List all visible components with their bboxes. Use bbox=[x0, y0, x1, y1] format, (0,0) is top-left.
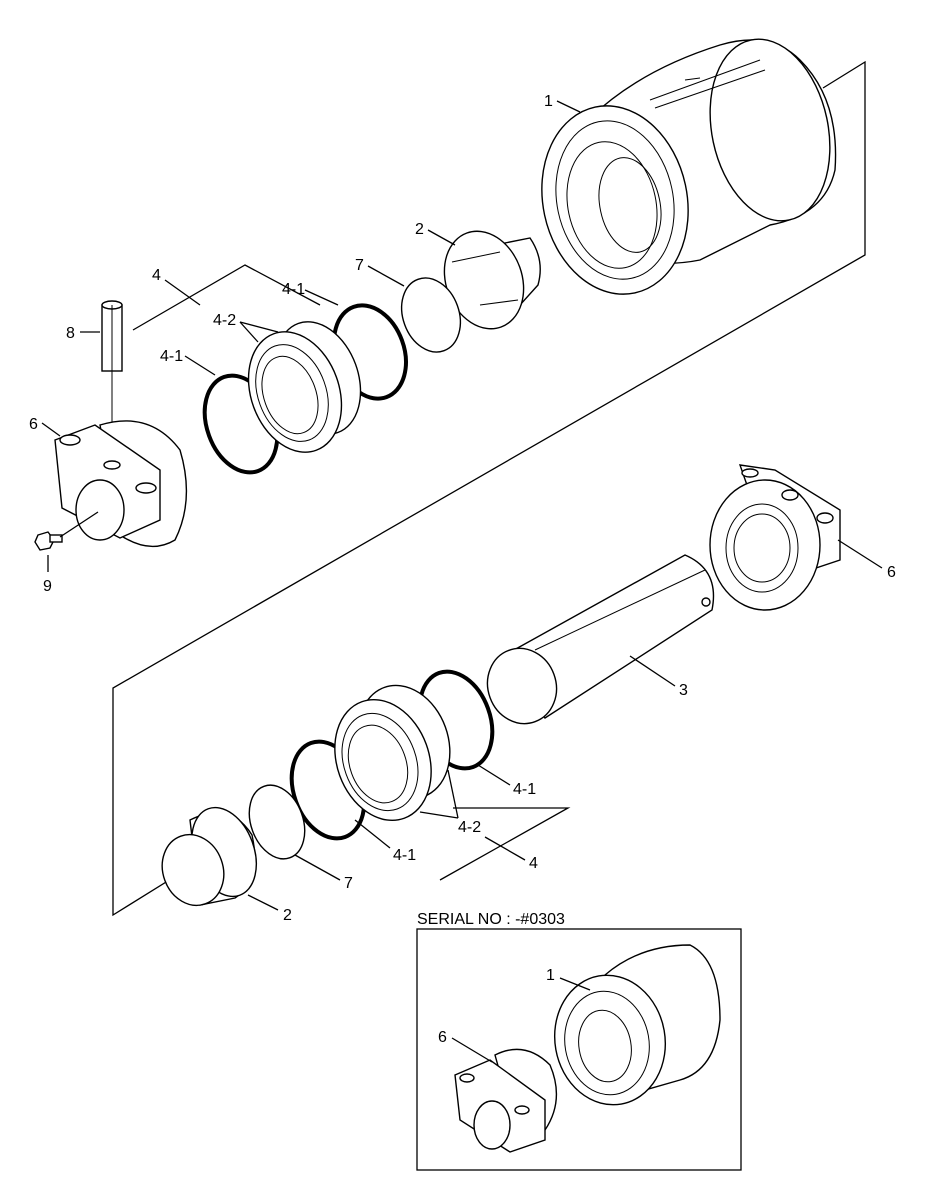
label-part-6-bottom: 6 bbox=[887, 564, 896, 581]
bushing-part-2-bottom bbox=[161, 806, 257, 907]
bolt-part-9 bbox=[34, 531, 63, 551]
collar-part-6-bottom bbox=[709, 464, 841, 611]
label-inset-part-1: 1 bbox=[546, 967, 555, 984]
seal-part-4-2-bottom bbox=[334, 684, 451, 822]
label-part-7-bottom: 7 bbox=[344, 875, 353, 892]
label-part-4-1-top-upper: 4-1 bbox=[282, 281, 305, 298]
disc-part-7-top bbox=[400, 277, 462, 353]
label-part-2-top: 2 bbox=[415, 221, 424, 238]
pin-part-8 bbox=[101, 300, 123, 460]
label-inset-part-6: 6 bbox=[438, 1029, 447, 1046]
label-part-4-top: 4 bbox=[152, 267, 161, 284]
label-part-4-2-bottom: 4-2 bbox=[458, 819, 481, 836]
label-part-7-top: 7 bbox=[355, 257, 364, 274]
leader-lines bbox=[41, 100, 883, 1063]
inset-box bbox=[416, 928, 742, 1171]
label-part-4-1-bottom-lower: 4-1 bbox=[393, 847, 416, 864]
label-part-9: 9 bbox=[43, 578, 52, 595]
label-part-1-top: 1 bbox=[544, 93, 553, 110]
inset-title: SERIAL NO : -#0303 bbox=[417, 911, 565, 928]
label-part-2-bottom: 2 bbox=[283, 907, 292, 924]
label-part-4-2-top: 4-2 bbox=[213, 312, 236, 329]
inset-roller-part-1 bbox=[553, 944, 721, 1106]
collar-part-6-top bbox=[54, 420, 188, 548]
roller-part-1 bbox=[541, 38, 837, 295]
label-part-4-bottom: 4 bbox=[529, 855, 538, 872]
label-part-4-1-top-lower: 4-1 bbox=[160, 348, 183, 365]
label-part-3: 3 bbox=[679, 682, 688, 699]
seal-part-4-2-top bbox=[247, 321, 362, 453]
disc-part-7-bottom bbox=[248, 784, 306, 860]
assembly-boundary bbox=[112, 60, 866, 917]
label-part-6-top: 6 bbox=[29, 416, 38, 433]
label-part-8: 8 bbox=[66, 325, 75, 342]
inset-collar-part-6 bbox=[454, 1048, 558, 1153]
label-part-4-1-bottom-upper: 4-1 bbox=[513, 781, 536, 798]
shaft-part-3 bbox=[486, 554, 715, 725]
